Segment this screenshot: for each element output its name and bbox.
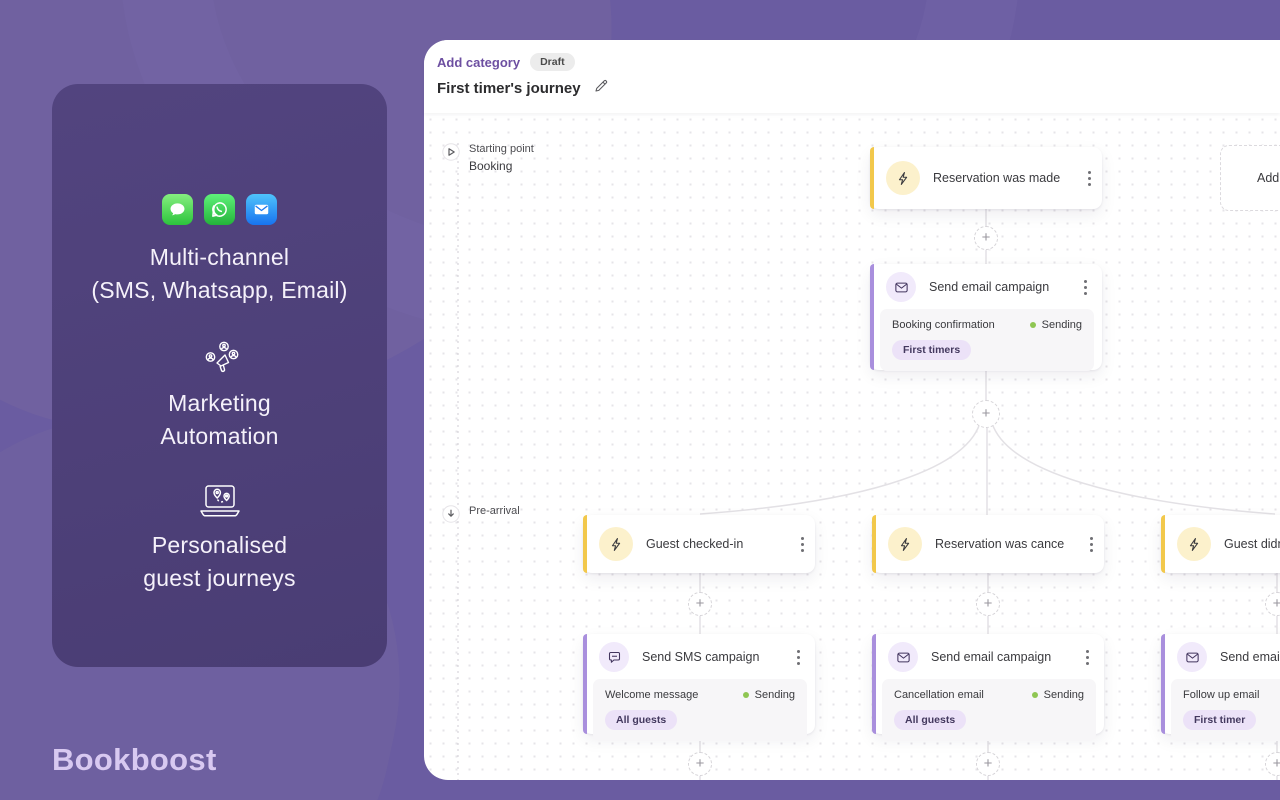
add-node-button[interactable]: + (974, 226, 998, 250)
canvas-header: Add category Draft First timer's journey (424, 40, 1280, 113)
lightning-icon (886, 161, 920, 195)
whatsapp-channel-icon (204, 194, 235, 225)
sending-status: Sending (1029, 319, 1082, 331)
add-node-button[interactable]: + (976, 752, 1000, 776)
sending-status: Sending (742, 689, 795, 701)
sending-status: Sending (1031, 689, 1084, 701)
action-body: Follow up email First timer (1171, 679, 1280, 741)
flow-connectors (457, 143, 1278, 780)
promo-panel: Multi-channel (SMS, Whatsapp, Email) Mar… (52, 84, 387, 667)
trigger-title: Reservation was canceled (935, 537, 1065, 551)
marketing-line2: Automation (160, 423, 279, 449)
trigger-card-reservation-canceled[interactable]: Reservation was canceled (872, 515, 1104, 573)
add-trigger-card[interactable]: Add (1220, 145, 1280, 211)
lightning-icon (599, 527, 633, 561)
edit-pencil-icon[interactable] (593, 78, 609, 99)
envelope-icon (888, 642, 918, 672)
audience-pill: All guests (894, 710, 967, 730)
multi-channel-line1: Multi-channel (149, 244, 290, 270)
status-dot (742, 692, 749, 698)
journeys-line1: Personalised (151, 532, 288, 558)
starting-point-section: Starting point Booking (442, 143, 534, 173)
add-branch-button[interactable]: + (972, 400, 1000, 428)
kebab-menu-icon[interactable] (1076, 167, 1102, 190)
action-title: Send email campaign (929, 280, 1050, 294)
section-label: Starting point (469, 143, 534, 155)
action-body: Cancellation email Sending All guests (882, 679, 1096, 741)
trigger-accent-bar (1161, 515, 1165, 573)
trigger-title: Guest didn't show (1224, 537, 1280, 551)
campaign-name: Booking confirmation (892, 319, 995, 331)
lightning-icon (888, 527, 922, 561)
trigger-card-guest-didnt-show[interactable]: Guest didn't show (1161, 515, 1280, 573)
add-node-button[interactable]: + (688, 752, 712, 776)
campaign-name: Follow up email (1183, 689, 1260, 701)
kebab-menu-icon[interactable] (785, 646, 811, 669)
action-card-send-sms[interactable]: Send SMS campaign Welcome message Sendin… (583, 634, 815, 741)
marketing-automation-icon (199, 337, 241, 379)
add-node-button[interactable]: + (688, 592, 712, 616)
trigger-accent-bar (870, 147, 874, 209)
sms-bubble-icon (599, 642, 629, 672)
kebab-menu-icon[interactable] (1074, 646, 1100, 669)
kebab-menu-icon[interactable] (1078, 533, 1104, 556)
trigger-accent-bar (583, 515, 587, 573)
kebab-menu-icon[interactable] (1072, 276, 1098, 299)
play-icon (442, 143, 460, 161)
trigger-card-reservation-made[interactable]: Reservation was made (870, 147, 1102, 209)
email-channel-icon (246, 194, 277, 225)
section-sublabel: Booking (469, 159, 513, 173)
sms-channel-icon (162, 194, 193, 225)
action-body: Welcome message Sending All guests (593, 679, 807, 741)
trigger-title: Guest checked-in (646, 537, 744, 551)
pre-arrival-section: Pre-arrival (442, 505, 520, 523)
flow-canvas: Add category Draft First timer's journey (424, 40, 1280, 780)
kebab-menu-icon[interactable] (789, 533, 815, 556)
action-title: Send email campaign (1220, 650, 1280, 664)
campaign-name: Welcome message (605, 689, 699, 701)
journeys-line2: guest journeys (143, 565, 296, 591)
guest-journeys-icon (197, 483, 243, 521)
audience-pill: First timer (1183, 710, 1257, 730)
trigger-accent-bar (872, 515, 876, 573)
action-accent-bar (870, 264, 874, 370)
journey-title: First timer's journey (437, 80, 581, 97)
channel-icons-row (162, 194, 277, 225)
envelope-icon (886, 272, 916, 302)
envelope-icon (1177, 642, 1207, 672)
audience-pill: All guests (605, 710, 678, 730)
add-node-button[interactable]: + (976, 592, 1000, 616)
audience-pill: First timers (892, 340, 972, 360)
action-card-send-email[interactable]: Send email campaign Booking confirmation… (870, 264, 1102, 371)
action-body: Booking confirmation Sending First timer… (880, 309, 1094, 371)
action-accent-bar (583, 634, 587, 734)
marketing-line1: Marketing (168, 390, 271, 416)
trigger-card-guest-checked-in[interactable]: Guest checked-in (583, 515, 815, 573)
section-label: Pre-arrival (469, 505, 520, 517)
bookboost-logo: Bookboost (52, 742, 217, 777)
action-card-send-email[interactable]: Send email campaign Cancellation email S… (872, 634, 1104, 741)
canvas-grid: Starting point Booking Pre-arrival Reser… (424, 113, 1280, 780)
arrow-down-icon (442, 505, 460, 523)
status-dot (1031, 692, 1038, 698)
trigger-title: Reservation was made (933, 171, 1061, 185)
action-title: Send SMS campaign (642, 650, 760, 664)
status-dot (1029, 322, 1036, 328)
draft-status-badge: Draft (530, 53, 575, 71)
lightning-icon (1177, 527, 1211, 561)
action-accent-bar (872, 634, 876, 734)
action-title: Send email campaign (931, 650, 1052, 664)
action-card-send-email-followup[interactable]: Send email campaign Follow up email Firs… (1161, 634, 1280, 741)
add-category-link[interactable]: Add category (437, 54, 521, 70)
add-card-label: Add (1257, 171, 1280, 185)
multi-channel-line2: (SMS, Whatsapp, Email) (91, 277, 348, 303)
campaign-name: Cancellation email (894, 689, 984, 701)
action-accent-bar (1161, 634, 1165, 734)
